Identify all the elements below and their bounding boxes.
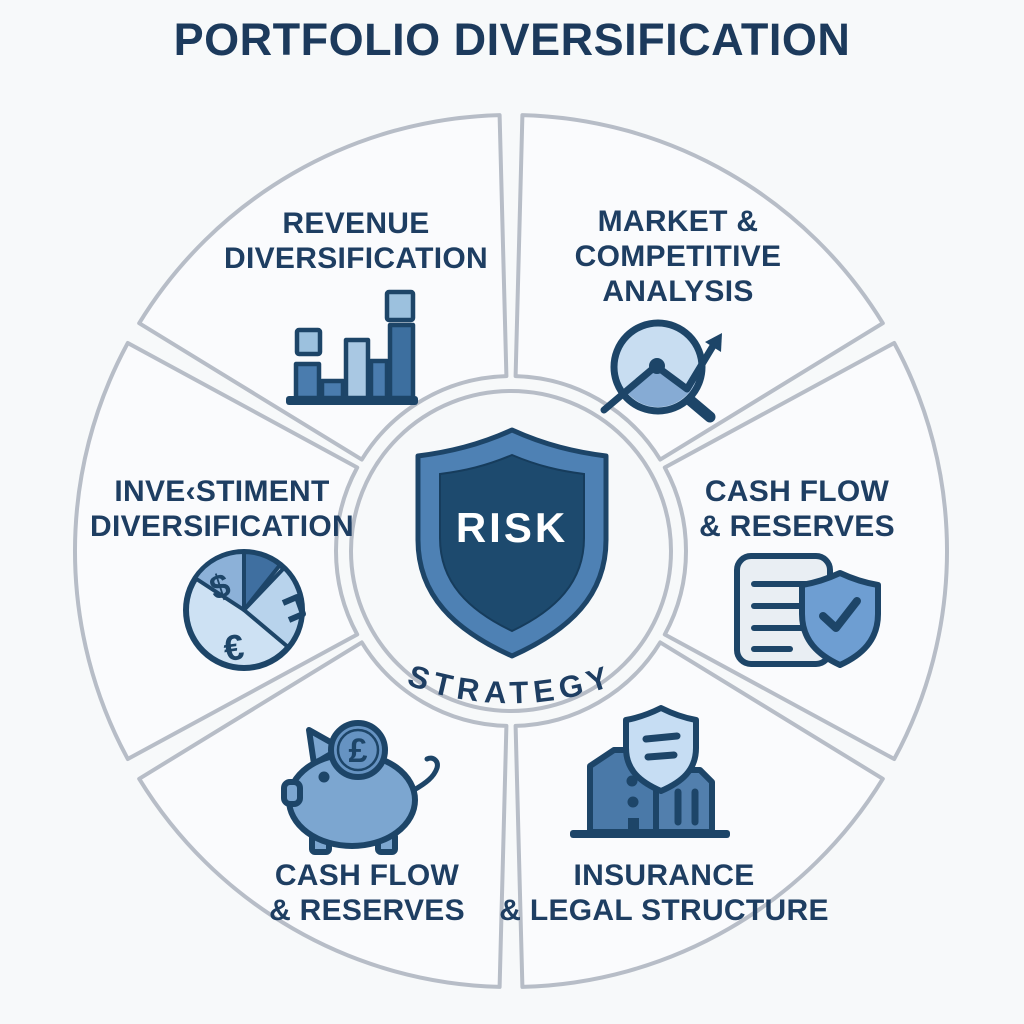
strategy-arc-label: STRATEGY: [404, 658, 619, 711]
bar-chart-icon: [286, 289, 418, 405]
risk-shield-inner: [439, 453, 585, 633]
building-shield-icon: [570, 705, 730, 838]
piggy-bank-icon: £: [281, 720, 440, 855]
segment-label-cash-reserves-bottom: CASH FLOW & RESERVES: [269, 859, 465, 927]
pound-symbol: £: [349, 732, 368, 770]
check-icon: [819, 597, 861, 632]
segment-label-cash-reserves-right: CASH FLOW & RESERVES: [699, 475, 895, 543]
segment-label-market: MARKET & COMPETITIVE ANALYSIS: [574, 205, 782, 308]
risk-label: RISK: [456, 504, 568, 551]
segment-label-insurance: INSURANCE & LEGAL STRUCTURE: [499, 859, 829, 927]
segment-label-revenue: REVENUE DIVERSIFICATION: [224, 207, 488, 275]
magnifier-trend-icon: [600, 319, 722, 423]
segment-market: [513, 113, 885, 462]
segment-investment: [73, 341, 360, 761]
document-shield-check-icon: [734, 553, 881, 668]
risk-shield: RISK: [415, 427, 609, 659]
pie-currency-icon: $ €: [183, 549, 306, 671]
policy-shield: [623, 705, 699, 794]
currency-bracket-glyph: [281, 594, 306, 623]
inner-circle: [349, 389, 673, 713]
page-title: PORTFOLIO DIVERSIFICATION: [173, 14, 851, 65]
segment-label-investment: INVE‹STIMENT DIVERSIFICATION: [90, 475, 354, 543]
